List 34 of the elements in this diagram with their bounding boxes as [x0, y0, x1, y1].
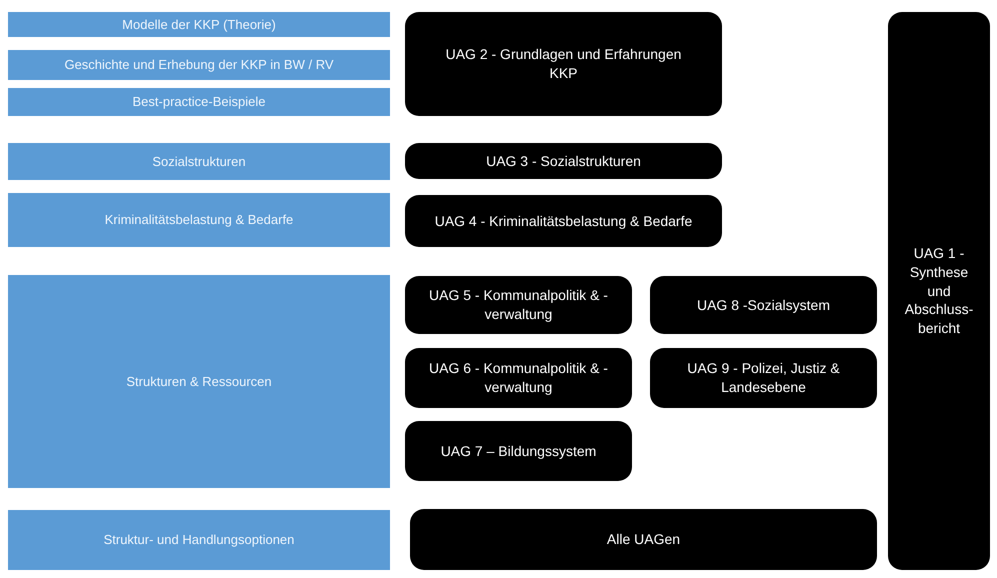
- box-label: UAG 6 - Kommunalpolitik & -verwaltung: [428, 359, 609, 397]
- topic-bar: [8, 50, 390, 80]
- topic-bar: [8, 275, 390, 488]
- group-box: [888, 12, 990, 570]
- box-label: Modelle der KKP (Theorie): [122, 16, 276, 34]
- box-label: Kriminalitätsbelastung & Bedarfe: [104, 211, 294, 229]
- box-label: UAG 4 - Kriminalitätsbelastung & Bedarfe: [434, 212, 692, 230]
- topic-bar: [8, 12, 390, 37]
- box-label: UAG 7 – Bildungssystem: [440, 442, 596, 460]
- group-box: [405, 195, 722, 247]
- group-box: [405, 421, 632, 481]
- group-box: [410, 509, 877, 570]
- box-label: Sozialstrukturen: [152, 152, 246, 170]
- group-box: [405, 12, 722, 116]
- topic-bar: [8, 143, 390, 180]
- group-box: [405, 348, 632, 408]
- box-label: UAG 8 -Sozialsystem: [696, 296, 830, 314]
- topic-bar: [8, 510, 390, 570]
- group-box: [405, 276, 632, 334]
- group-box: [650, 276, 877, 334]
- box-label: Struktur- und Handlungsoptionen: [104, 531, 294, 549]
- box-label: UAG 5 - Kommunalpolitik & -verwaltung: [428, 286, 609, 324]
- box-label: UAG 9 - Polizei, Justiz & Landesebene: [686, 359, 841, 397]
- group-box: [405, 143, 722, 179]
- box-label: Strukturen & Ressourcen: [126, 372, 272, 390]
- box-label: Alle UAGen: [606, 530, 680, 549]
- box-label: Best-practice-Beispiele: [132, 93, 266, 111]
- box-label: UAG 1 - Synthese und Abschluss-bericht: [904, 244, 974, 338]
- box-label: Geschichte und Erhebung der KKP in BW / RV: [64, 56, 334, 74]
- topic-bar: [8, 193, 390, 247]
- box-label: UAG 3 - Sozialstrukturen: [486, 152, 641, 170]
- topic-bar: [8, 88, 390, 116]
- group-box: [650, 348, 877, 408]
- box-label: UAG 2 - Grundlagen und Erfahrungen KKP: [444, 45, 682, 83]
